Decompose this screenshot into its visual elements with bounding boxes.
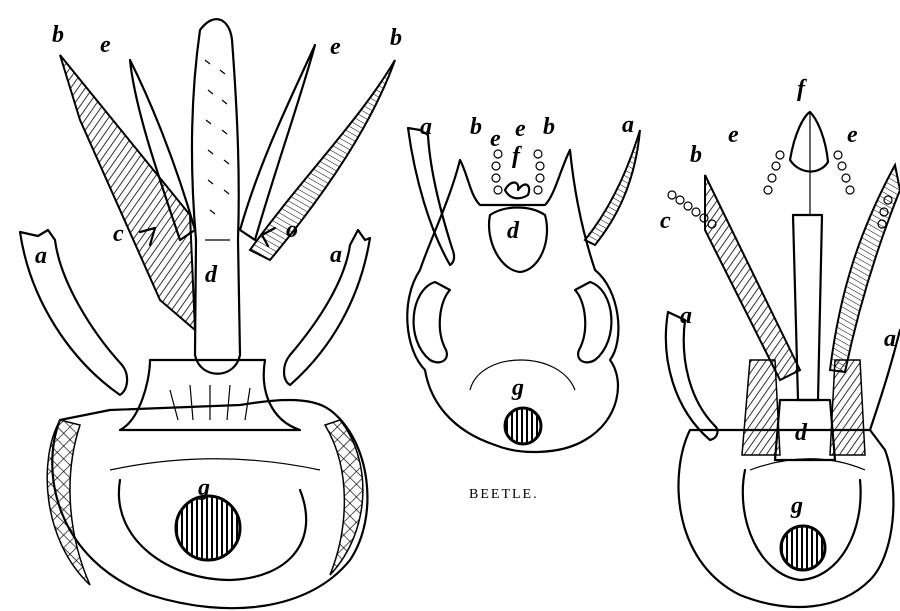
label-right-e2: e <box>847 122 858 148</box>
label-right-g: g <box>790 493 803 519</box>
right-head-figure <box>666 112 900 607</box>
middle-head-figure <box>407 128 640 452</box>
label-mid-e2: e <box>515 116 526 142</box>
label-left-a2: a <box>330 242 342 268</box>
label-right-c: c <box>660 208 671 234</box>
label-right-b: b <box>690 142 702 168</box>
label-mid-e1: e <box>490 126 501 152</box>
label-mid-a2: a <box>622 112 634 138</box>
label-right-a2: a <box>884 326 896 352</box>
label-left-g: g <box>197 475 210 501</box>
label-right-f: f <box>797 76 807 102</box>
label-left-b2: b <box>390 25 402 51</box>
middle-figure-labels: a b e e b a f d g <box>420 112 634 401</box>
label-left-a1: a <box>35 243 47 269</box>
label-left-o: o <box>286 217 298 243</box>
label-right-e1: e <box>728 122 739 148</box>
label-left-b1: b <box>52 22 64 48</box>
label-mid-g: g <box>511 375 524 401</box>
label-left-c: c <box>113 221 124 247</box>
label-mid-f: f <box>512 143 522 169</box>
label-mid-b1: b <box>470 114 482 140</box>
label-mid-b2: b <box>543 114 555 140</box>
figure-caption: BEETLE. <box>469 487 539 502</box>
label-left-e1: e <box>100 32 111 58</box>
left-head-figure <box>20 19 395 608</box>
label-right-a1: a <box>680 303 692 329</box>
label-right-d: d <box>795 420 808 446</box>
label-mid-d: d <box>507 218 520 244</box>
label-left-d: d <box>205 262 218 288</box>
label-mid-a1: a <box>420 114 432 140</box>
label-left-e2: e <box>330 34 341 60</box>
